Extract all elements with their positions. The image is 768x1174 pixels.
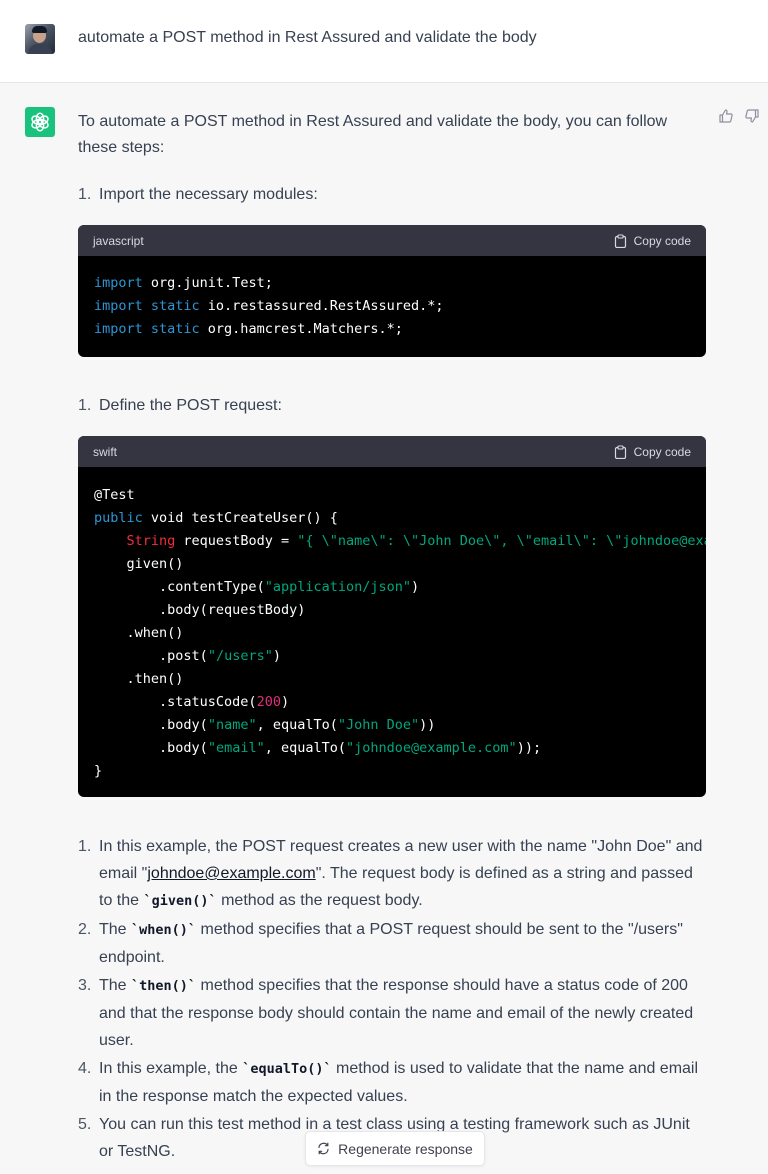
code-line: given() xyxy=(126,556,184,572)
inline-code: `then()` xyxy=(131,978,197,994)
step-label: Define the POST request: xyxy=(99,397,282,414)
copy-code-label: Copy code xyxy=(633,444,691,459)
copy-code-button[interactable]: Copy code xyxy=(614,228,691,254)
code-body: @Test public void testCreateUser() { Stri… xyxy=(78,467,706,797)
code-header: javascript Copy code xyxy=(78,225,706,256)
user-avatar xyxy=(25,24,55,54)
step-number: 1. xyxy=(78,186,92,203)
copy-code-button[interactable]: Copy code xyxy=(614,439,691,465)
step-define-post: 1. Define the POST request: xyxy=(78,393,708,419)
code-line: String requestBody = "{ \"name\": \"John… xyxy=(126,533,706,549)
code-line: .body(requestBody) xyxy=(159,602,306,618)
assistant-content: To automate a POST method in Rest Assure… xyxy=(78,109,708,1166)
code-line: .post("/users") xyxy=(159,648,281,664)
code-line: .when() xyxy=(126,625,184,641)
code-language: javascript xyxy=(93,233,144,248)
code-block-imports: javascript Copy code import org.junit.Te… xyxy=(78,225,706,357)
list-item: 1. In this example, the POST request cre… xyxy=(78,838,703,909)
code-line: @Test xyxy=(94,487,135,503)
inline-code: `given()` xyxy=(143,893,217,909)
code-block-post-request: swift Copy code @Test public void testCre… xyxy=(78,436,706,797)
code-line: .body("name", equalTo("John Doe")) xyxy=(159,717,436,733)
code-line: import static org.hamcrest.Matchers.*; xyxy=(94,321,403,337)
email-link[interactable]: johndoe@example.com xyxy=(147,865,316,882)
inline-code: `when()` xyxy=(131,922,197,938)
clipboard-icon xyxy=(614,233,626,248)
assistant-message-row: To automate a POST method in Rest Assure… xyxy=(0,83,768,1174)
regenerate-response-button[interactable]: Regenerate response xyxy=(305,1131,485,1166)
code-line: .body("email", equalTo("johndoe@example.… xyxy=(159,740,542,756)
code-line: import org.junit.Test; xyxy=(94,275,273,291)
code-line: } xyxy=(94,763,103,779)
feedback-buttons xyxy=(718,108,760,124)
code-line: .contentType("application/json") xyxy=(159,579,420,595)
clipboard-icon xyxy=(614,444,626,459)
explanation-list: 1. In this example, the POST request cre… xyxy=(78,833,708,1165)
step-import: 1. Import the necessary modules: xyxy=(78,182,708,208)
code-header: swift Copy code xyxy=(78,436,706,467)
step-label: Import the necessary modules: xyxy=(99,186,318,203)
user-message-row: automate a POST method in Rest Assured a… xyxy=(0,0,768,83)
refresh-icon xyxy=(318,1142,329,1155)
list-item: 4. In this example, the `equalTo()` meth… xyxy=(78,1060,699,1105)
code-line: public void testCreateUser() { xyxy=(94,510,338,526)
thumbs-up-icon[interactable] xyxy=(718,108,734,124)
step-number: 1. xyxy=(78,397,92,414)
chatgpt-logo-icon xyxy=(25,107,55,137)
assistant-intro: To automate a POST method in Rest Assure… xyxy=(78,113,668,156)
regenerate-label: Regenerate response xyxy=(338,1140,473,1157)
code-line: .statusCode(200) xyxy=(159,694,290,710)
inline-code: `equalTo()` xyxy=(242,1061,332,1077)
code-body: import org.junit.Test; import static io.r… xyxy=(78,256,706,357)
code-language: swift xyxy=(93,444,117,459)
thumbs-down-icon[interactable] xyxy=(744,108,760,124)
copy-code-label: Copy code xyxy=(633,233,691,248)
user-message-text: automate a POST method in Rest Assured a… xyxy=(78,29,537,46)
code-line: import static io.restassured.RestAssured… xyxy=(94,298,444,314)
list-item: 3. The `then()` method specifies that th… xyxy=(78,977,694,1049)
list-item: 5. You can run this test method in a tes… xyxy=(78,1116,690,1160)
code-line: .then() xyxy=(126,671,184,687)
list-item: 2. The `when()` method specifies that a … xyxy=(78,921,683,966)
